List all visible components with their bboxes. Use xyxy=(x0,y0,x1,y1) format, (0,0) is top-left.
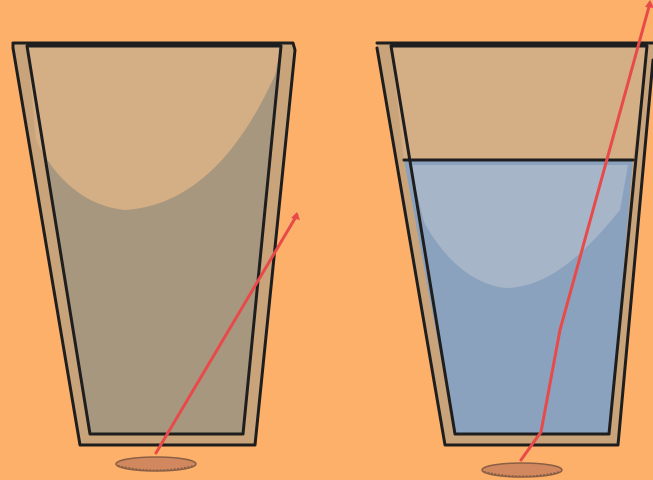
coin xyxy=(116,457,196,471)
glass-interior-air xyxy=(391,46,647,160)
coin xyxy=(482,463,562,477)
